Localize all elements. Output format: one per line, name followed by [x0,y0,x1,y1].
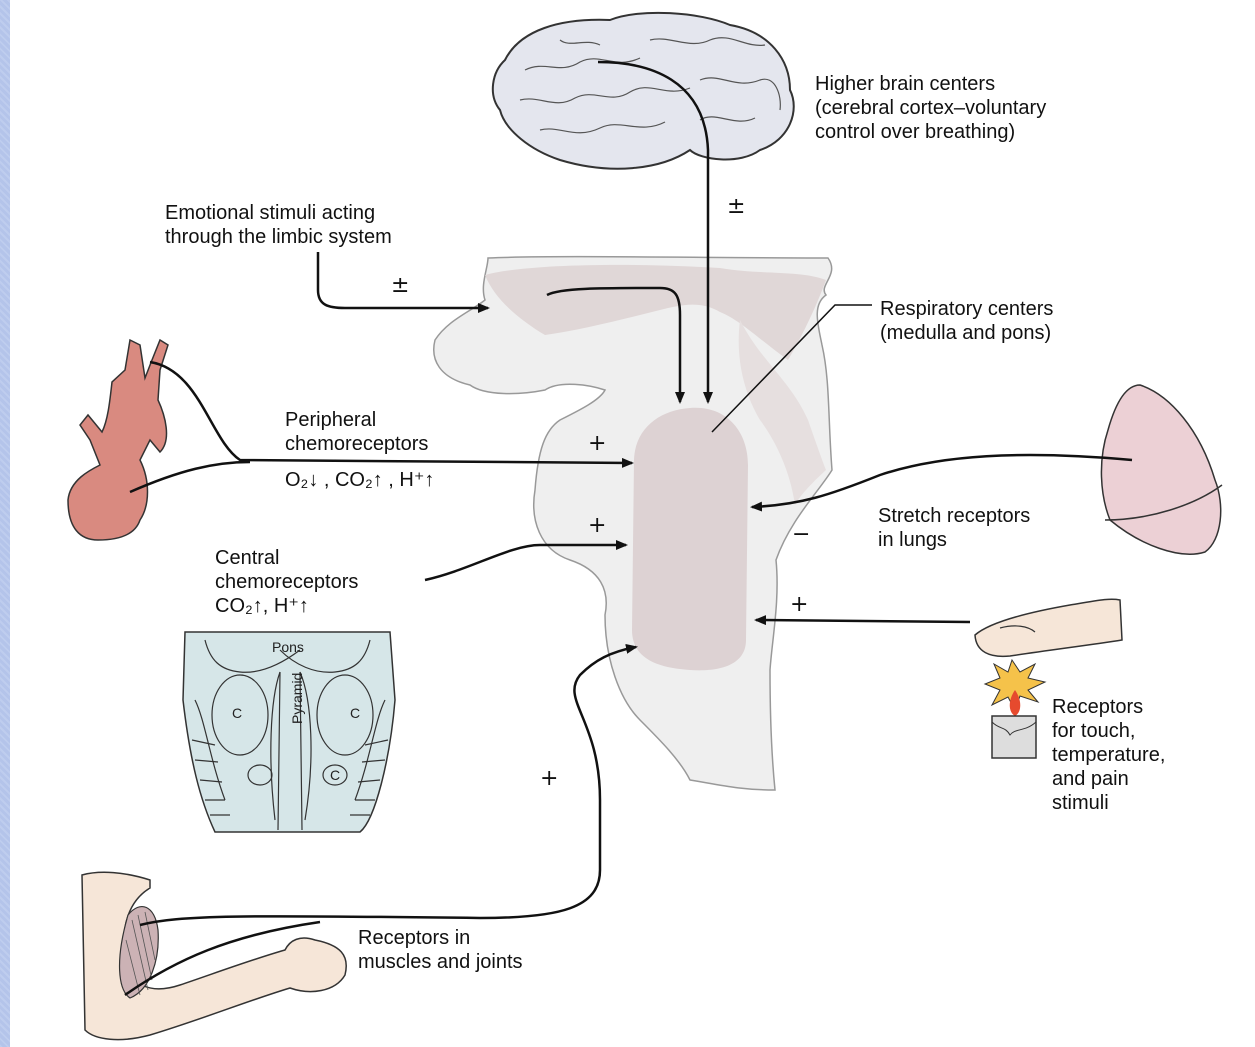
label-peripheral-chemoreceptors: Peripheral chemoreceptors [285,408,428,456]
label-pyramid: Pyramid [290,673,304,724]
sign-central: + [588,515,606,537]
label-c-left: C [232,706,242,720]
sign-peripheral: + [588,433,606,455]
sign-limbic: ± [391,275,409,297]
sign-brain: ± [727,196,745,218]
label-c-bottom: C [330,768,340,782]
finger-illustration [975,599,1122,656]
label-c-right: C [350,706,360,720]
label-pons: Pons [272,640,304,654]
sign-muscle: + [540,768,558,790]
label-muscle-receptors: Receptors in muscles and joints [358,926,523,974]
sign-stretch: − [792,524,810,546]
candle-icon [992,716,1036,758]
label-respiratory-centers: Respiratory centers (medulla and pons) [880,297,1053,345]
label-higher-brain: Higher brain centers (cerebral cortex–vo… [815,72,1046,144]
label-stretch-receptors: Stretch receptors in lungs [878,504,1030,552]
label-emotional-stimuli: Emotional stimuli acting through the lim… [165,201,392,249]
sign-touch: + [790,594,808,616]
label-touch-receptors: Receptors for touch, temperature, and pa… [1052,695,1165,815]
label-central-chemoreceptors: Central chemoreceptors CO₂↑, H⁺↑ [215,546,358,618]
lung-illustration [1101,385,1220,554]
aorta-illustration [68,340,168,540]
label-peripheral-stimuli: O₂↓ , CO₂↑ , H⁺↑ [285,468,434,492]
arrow-touch [756,620,970,622]
brain-illustration [493,13,794,169]
respiratory-center [632,408,748,671]
medulla-cross-section [183,632,395,832]
